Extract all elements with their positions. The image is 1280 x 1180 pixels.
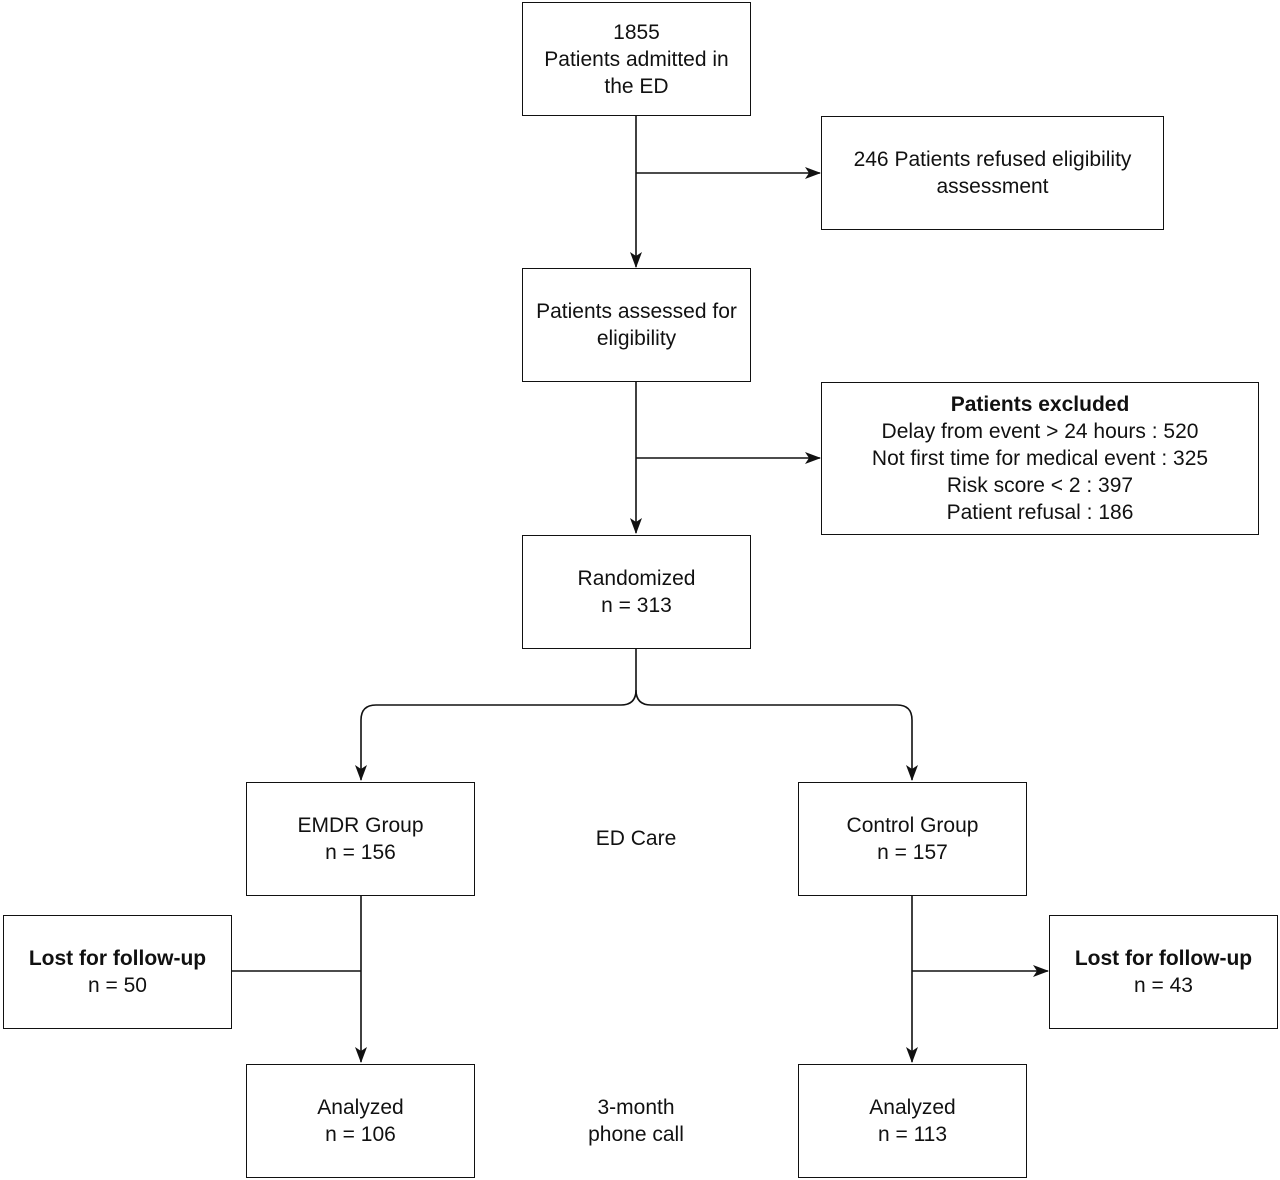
analyzed-left-n: n = 106 — [325, 1123, 396, 1146]
lost-right-n: n = 43 — [1134, 974, 1193, 997]
control-group-n: n = 157 — [877, 841, 948, 864]
randomized-box: Randomized n = 313 — [522, 535, 751, 649]
followup-label: 3-month phone call — [536, 1093, 736, 1149]
excluded-item: Risk score < 2 : 397 — [946, 474, 1134, 497]
emdr-group-label: EMDR Group — [297, 814, 424, 837]
arrow-randomized-to-control — [635, 689, 918, 781]
excluded-title: Patients excluded — [950, 393, 1130, 416]
lost-left-box: Lost for follow-up n = 50 — [3, 915, 232, 1029]
admitted-count: 1855 — [613, 20, 660, 44]
excluded-item: Patient refusal : 186 — [946, 501, 1134, 524]
excluded-box: Patients excluded Delay from event > 24 … — [821, 382, 1259, 535]
arrow-randomized-to-emdr — [355, 649, 637, 781]
lost-left-label: Lost for follow-up — [28, 947, 207, 970]
assessed-label-line2: eligibility — [596, 327, 677, 350]
analyzed-right-n: n = 113 — [877, 1123, 948, 1146]
refused-box: 246 Patients refused eligibility assessm… — [821, 116, 1164, 230]
ed-care-text: ED Care — [595, 826, 677, 850]
randomized-n: n = 313 — [601, 594, 672, 617]
admitted-box: 1855 Patients admitted in the ED — [522, 2, 751, 116]
analyzed-left-box: Analyzed n = 106 — [246, 1064, 475, 1178]
control-group-label: Control Group — [846, 814, 979, 837]
control-group-box: Control Group n = 157 — [798, 782, 1027, 896]
followup-text-line2: phone call — [588, 1123, 684, 1146]
admitted-label-line2: the ED — [604, 74, 669, 98]
emdr-group-n: n = 156 — [325, 841, 396, 864]
admitted-label-line1: Patients admitted in — [544, 47, 729, 71]
emdr-group-box: EMDR Group n = 156 — [246, 782, 475, 896]
followup-text-line1: 3-month — [597, 1096, 675, 1119]
refused-label-line1: 246 Patients refused eligibility — [853, 148, 1132, 171]
refused-label-line2: assessment — [936, 175, 1049, 198]
analyzed-left-label: Analyzed — [317, 1096, 404, 1119]
assessed-box: Patients assessed for eligibility — [522, 268, 751, 382]
excluded-item: Not first time for medical event : 325 — [871, 447, 1209, 470]
excluded-item: Delay from event > 24 hours : 520 — [881, 420, 1199, 443]
randomized-label: Randomized — [577, 567, 696, 590]
ed-care-label: ED Care — [536, 810, 736, 866]
lost-right-label: Lost for follow-up — [1074, 947, 1253, 970]
analyzed-right-label: Analyzed — [869, 1096, 956, 1119]
assessed-label-line1: Patients assessed for — [536, 300, 737, 323]
lost-left-n: n = 50 — [88, 974, 147, 997]
lost-right-box: Lost for follow-up n = 43 — [1049, 915, 1278, 1029]
analyzed-right-box: Analyzed n = 113 — [798, 1064, 1027, 1178]
